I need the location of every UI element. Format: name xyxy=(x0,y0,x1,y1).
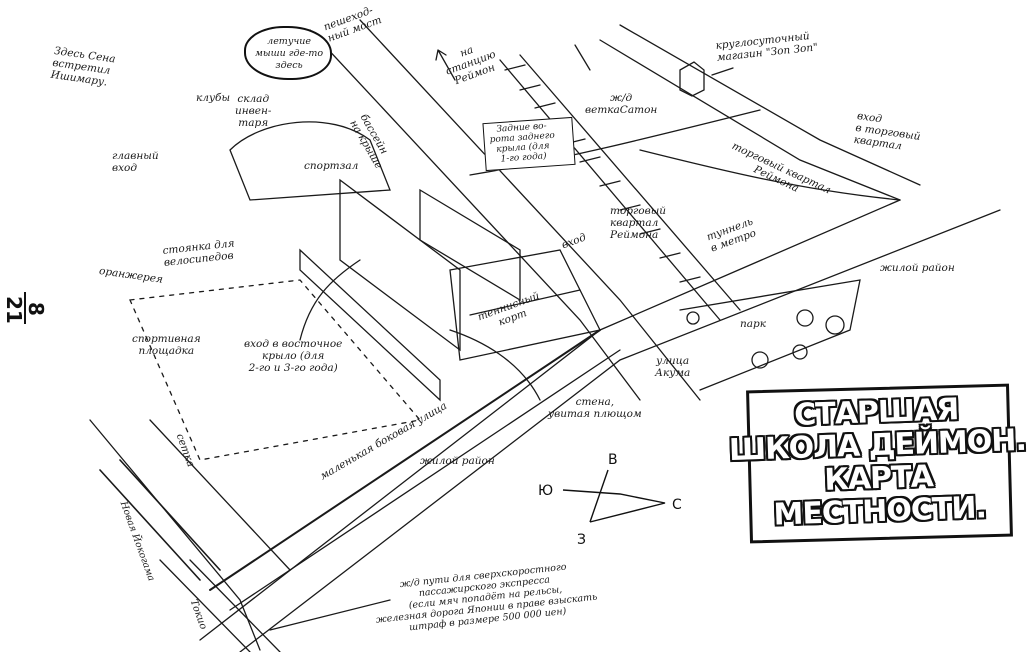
label-residential-area-right: жилой район xyxy=(880,262,955,274)
speech-cloud xyxy=(244,26,332,80)
map-title: СТАРШАЯ ШКОЛА ДЕЙМОН. КАРТА МЕСТНОСТИ. xyxy=(726,391,1030,533)
express-rail-4 xyxy=(189,559,281,652)
express-rail-2 xyxy=(119,459,221,571)
title-line-4: МЕСТНОСТИ. xyxy=(772,489,988,533)
left-road-1 xyxy=(89,419,261,651)
side-street-edge-2 xyxy=(229,349,621,611)
east-wing xyxy=(299,248,441,402)
compass-west-label: З xyxy=(577,532,586,548)
arrow-express-note xyxy=(269,599,391,631)
sports-ground xyxy=(129,279,422,461)
railway-2 xyxy=(519,54,741,311)
shop-street-2 xyxy=(619,24,921,186)
label-sports-ground: спортивная площадка xyxy=(132,333,201,357)
park-tree xyxy=(686,311,700,325)
label-ivy-wall: стена, увитая плющом xyxy=(548,396,642,420)
label-akuma-street: улица Акума xyxy=(655,355,691,379)
label-bats: летучие мыши где-то здесь xyxy=(255,36,324,71)
compass-east-label: В xyxy=(608,452,618,468)
label-main-entrance: главный вход xyxy=(112,150,159,174)
tennis-net xyxy=(469,289,581,316)
label-reimon-mall-mid: торговый квартал Реймона xyxy=(610,205,667,241)
compass-north-label: С xyxy=(672,497,682,513)
park-tree xyxy=(796,309,814,327)
compass-rose xyxy=(562,469,666,523)
park-tree xyxy=(751,351,769,369)
label-clubs: клубы xyxy=(196,92,231,104)
compass-south-label: Ю xyxy=(538,483,554,499)
park-tree xyxy=(825,315,845,335)
arrow-east-wing xyxy=(299,259,361,341)
label-back-gate: Задние во- рота заднего крыла (для 1-го … xyxy=(489,121,556,165)
tennis-court xyxy=(449,249,601,361)
label-residential-area-bottom: жилой район xyxy=(420,455,495,467)
side-street-edge-1 xyxy=(209,329,601,591)
page-number-total: 21 xyxy=(2,296,26,324)
left-road-2 xyxy=(149,419,291,571)
park-tree xyxy=(792,344,808,360)
railway-1 xyxy=(499,59,721,321)
gym-roof xyxy=(229,121,391,201)
page-number: 8 21 xyxy=(2,288,48,328)
park-boundary xyxy=(679,279,861,391)
arrow-to-station xyxy=(435,49,456,81)
arrow-ivy-wall xyxy=(449,329,541,401)
akuma-street-left xyxy=(309,29,641,401)
label-railway-vetkasaton: ж/д веткаСатон xyxy=(585,92,658,116)
shop-street-1 xyxy=(599,39,901,201)
label-park: парк xyxy=(740,318,767,330)
label-gym: спортзал xyxy=(304,160,359,172)
school-wing xyxy=(419,188,521,302)
express-rail-3 xyxy=(159,559,251,652)
mall-curve xyxy=(639,149,901,201)
page-number-current: 8 xyxy=(24,302,48,316)
arrow-to-shop xyxy=(711,67,734,76)
arrow-top-right xyxy=(574,44,591,71)
long-road-bottom xyxy=(239,209,1001,652)
express-rail-1 xyxy=(99,469,201,581)
label-storage: склад инвен- таря xyxy=(235,93,272,129)
akuma-street-right xyxy=(359,19,701,401)
label-east-wing-entrance: вход в восточное крыло (для 2-го и 3-го … xyxy=(244,338,343,374)
shop-building xyxy=(679,61,705,97)
